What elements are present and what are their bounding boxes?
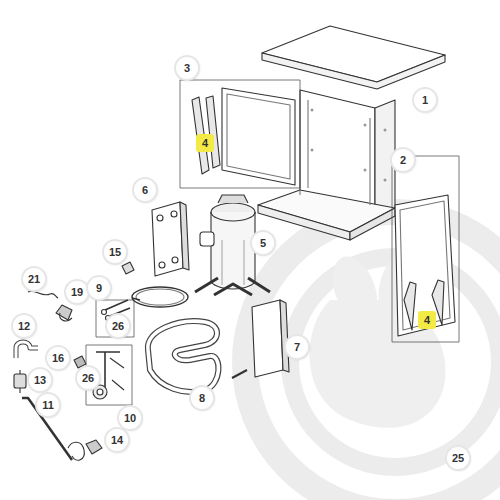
callout-number: 15: [104, 241, 126, 263]
callout-number: 25: [447, 447, 469, 469]
callout-number: 19: [66, 281, 88, 303]
callout-number: 13: [29, 369, 51, 391]
callout-number: 2: [392, 149, 414, 171]
callout-number: 5: [252, 232, 274, 254]
parts: [14, 26, 459, 460]
watermark: [245, 212, 500, 500]
callout-number: 11: [37, 394, 59, 416]
callout-number: 9: [88, 277, 110, 299]
callout-number: 14: [106, 429, 128, 451]
callout-number: 4: [418, 311, 436, 329]
callout-number: 21: [23, 268, 45, 290]
callout-number: 8: [191, 387, 213, 409]
callout-number: 26: [107, 315, 129, 337]
callout-number: 7: [286, 336, 308, 358]
callout-number: 4: [196, 134, 214, 152]
callout-number: 1: [414, 89, 436, 111]
callout-number: 12: [13, 315, 35, 337]
callout-number: 16: [47, 347, 69, 369]
callout-number: 3: [176, 57, 198, 79]
callout-number: 6: [134, 179, 156, 201]
callout-number: 26: [77, 367, 99, 389]
callout-number: 10: [119, 407, 141, 429]
